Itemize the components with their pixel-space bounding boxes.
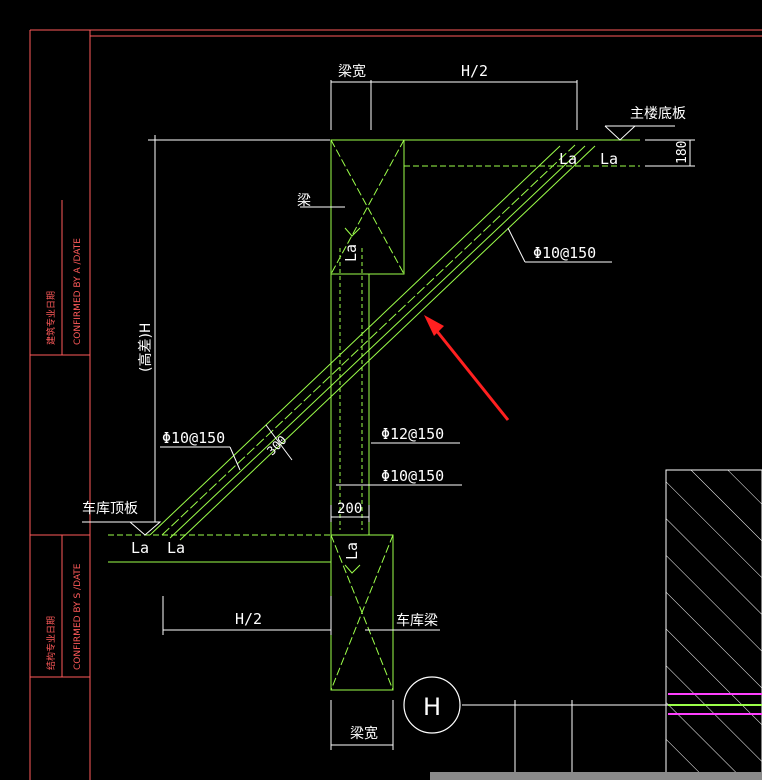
label-rebar-wall-v: Φ12@150 — [381, 425, 444, 443]
label-slab-thickness: 180 — [675, 141, 690, 164]
label-rebar-lower: Φ10@150 — [162, 429, 225, 447]
label-la-top-right: La — [600, 150, 618, 168]
label-la-bottom-right: La — [167, 539, 185, 557]
label-wall-200: 200 — [337, 501, 362, 517]
stamp-lower-en: CONFIRMED BY S /DATE — [73, 563, 83, 670]
status-strip — [430, 772, 762, 780]
label-axis-h: H — [423, 693, 441, 721]
red-arrow-icon — [424, 315, 510, 421]
label-thickness-300: 300 — [264, 433, 289, 458]
label-la-bottom-left: La — [131, 539, 149, 557]
drawing-frame — [29, 29, 762, 780]
label-beam: 梁 — [297, 193, 311, 209]
magenta-layer-lines — [668, 693, 762, 715]
label-la-column-top: La — [342, 244, 360, 262]
label-beam-width-bottom: 梁宽 — [350, 725, 378, 742]
label-half-h-bottom: H/2 — [235, 610, 262, 628]
label-garage-roof: 车库顶板 — [82, 500, 138, 517]
label-main-slab: 主楼底板 — [630, 106, 686, 122]
label-la-top-left: La — [559, 150, 577, 168]
stamp-upper-en: CONFIRMED BY A /DATE — [73, 238, 83, 345]
label-rebar-wall-h: Φ10@150 — [381, 467, 444, 485]
label-garage-beam: 车库梁 — [396, 612, 438, 629]
dimension-lines — [82, 80, 762, 780]
stamp-lower-cn: 结构专业日期 — [45, 616, 57, 670]
label-height-diff: (高差)H — [137, 323, 154, 372]
structure-outline — [108, 139, 640, 691]
axis-bubble[interactable] — [403, 676, 461, 734]
label-rebar-upper: Φ10@150 — [533, 244, 596, 262]
label-la-column-bottom: La — [343, 542, 361, 560]
label-half-h-top: H/2 — [461, 62, 488, 80]
hatched-soil-block — [665, 469, 762, 780]
label-beam-width-top: 梁宽 — [338, 63, 366, 80]
stamp-upper-cn: 建筑专业日期 — [45, 291, 57, 345]
